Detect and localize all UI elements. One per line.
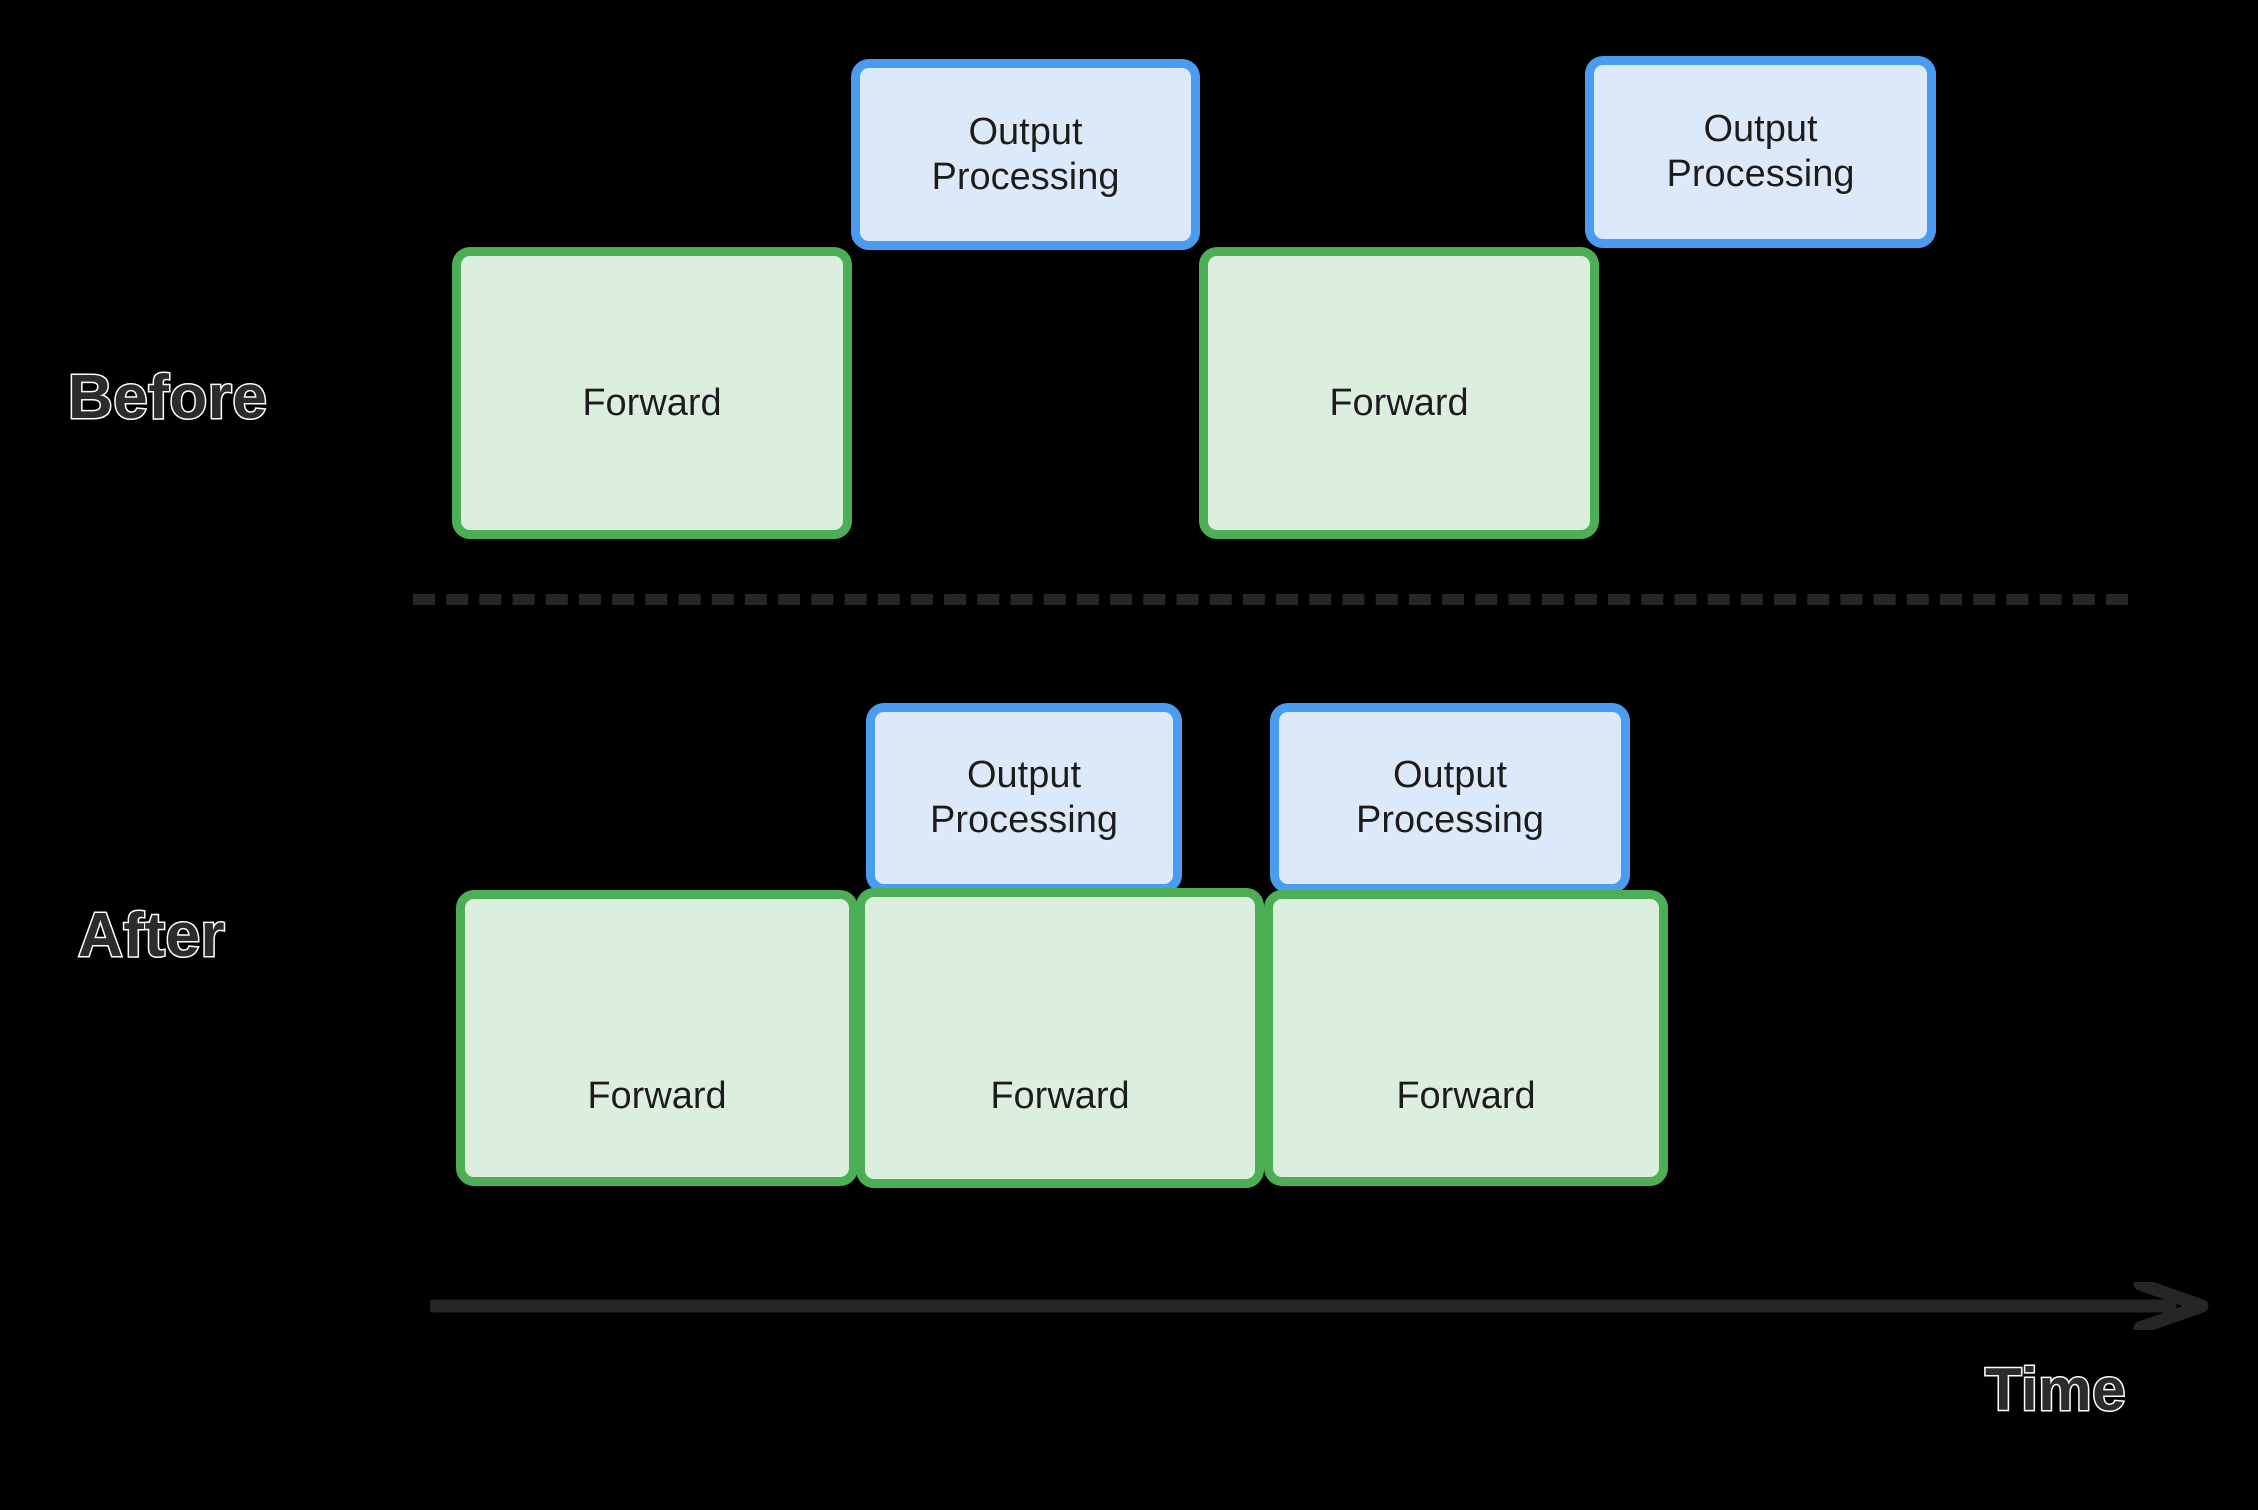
- block-label-line2: Processing: [1666, 153, 1855, 196]
- block-label: Forward: [1329, 381, 1469, 424]
- block-label-line2: Processing: [1356, 799, 1545, 842]
- block-label-line1: Output: [1703, 108, 1818, 151]
- before-forward-block-2: Forward: [1199, 247, 1599, 539]
- block-label: Forward: [587, 1074, 727, 1117]
- row-label-before: Before: [66, 362, 268, 434]
- block-label: Forward: [582, 381, 722, 424]
- after-forward-block-3: Forward: [1264, 890, 1668, 1186]
- time-axis-arrow: [430, 1282, 2209, 1330]
- row-label-after: After: [76, 900, 226, 972]
- after-forward-block-2: Forward: [856, 888, 1264, 1188]
- after-forward-block-1: Forward: [456, 890, 858, 1186]
- block-label-line1: Output: [968, 110, 1083, 153]
- block-label: Forward: [990, 1074, 1130, 1117]
- block-label-line1: Output: [1392, 754, 1508, 797]
- section-divider: [413, 594, 2128, 605]
- block-label-line2: Processing: [930, 799, 1119, 842]
- time-axis-label: Time: [1984, 1355, 2127, 1425]
- block-label-line1: Output: [966, 754, 1082, 797]
- block-label: Forward: [1396, 1074, 1536, 1117]
- before-forward-block-1: Forward: [452, 247, 852, 539]
- block-label-line2: Processing: [931, 155, 1120, 198]
